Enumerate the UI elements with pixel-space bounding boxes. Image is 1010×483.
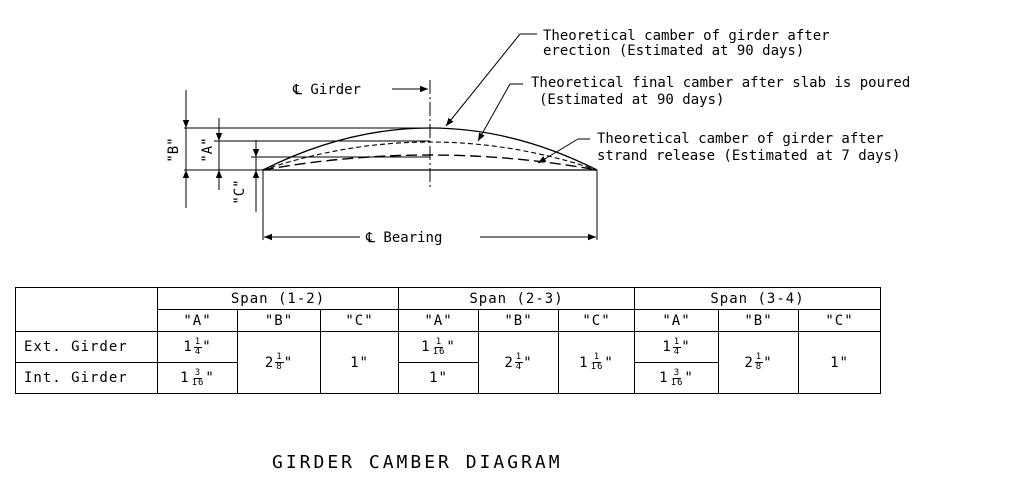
row-label-int-girder: Int. Girder	[15, 362, 158, 394]
release-note-leader-arrow	[537, 138, 579, 164]
dimension-a-label: "A"	[200, 137, 216, 162]
bearing-label: ℄ Bearing	[365, 230, 442, 246]
column-header: "C"	[320, 309, 399, 332]
value-cell: 1"	[398, 362, 479, 394]
column-header: "C"	[558, 309, 635, 332]
span-header: Span (1-2)	[157, 287, 399, 310]
camber-value: 1"	[429, 370, 448, 386]
camber-value: 1"	[830, 354, 849, 371]
camber-value: 1"	[350, 354, 369, 371]
column-header: "B"	[237, 309, 321, 332]
column-header: "A"	[634, 309, 719, 332]
column-header: "A"	[398, 309, 479, 332]
column-header-row: "A" "B" "C" "A" "B" "C" "A" "B" "C"	[16, 309, 881, 332]
span-header: Span (2-3)	[398, 287, 635, 310]
column-header: "B"	[718, 309, 799, 332]
value-cell: 1"	[798, 331, 881, 394]
erection-note-leader-arrow	[445, 33, 521, 127]
column-header: "A"	[157, 309, 238, 332]
span-header-row: Span (1-2) Span (2-3) Span (3-4)	[15, 287, 881, 332]
release-note-line-1: Theoretical camber of girder after	[597, 131, 884, 147]
table-corner-cell	[15, 287, 158, 332]
camber-table: Span (1-2) Span (2-3) Span (3-4) "A" "B"…	[15, 287, 881, 394]
row-label-ext-girder: Ext. Girder	[15, 331, 158, 363]
girder-camber-diagram: ℄ Girder "B" "A" "C" ℄ Bearing Theoretic…	[166, 28, 910, 246]
span-header: Span (3-4)	[634, 287, 881, 310]
dimension-c-label: "C"	[232, 179, 248, 204]
final-note-leader-arrow	[477, 83, 511, 142]
column-header: "C"	[798, 309, 881, 332]
diagram-title: GIRDER CAMBER DIAGRAM	[272, 452, 563, 473]
final-note-line-2: (Estimated at 90 days)	[539, 92, 724, 108]
column-header: "B"	[478, 309, 559, 332]
final-note-line-1: Theoretical final camber after slab is p…	[531, 75, 910, 91]
release-note-line-2: strand release (Estimated at 7 days)	[597, 148, 900, 164]
erection-note-line-2: erection (Estimated at 90 days)	[543, 43, 804, 59]
erection-note-line-1: Theoretical camber of girder after	[543, 28, 830, 44]
dimension-b-label: "B"	[166, 137, 182, 162]
girder-centerline-label: ℄ Girder	[292, 82, 361, 98]
value-cell: 1"	[320, 331, 399, 394]
